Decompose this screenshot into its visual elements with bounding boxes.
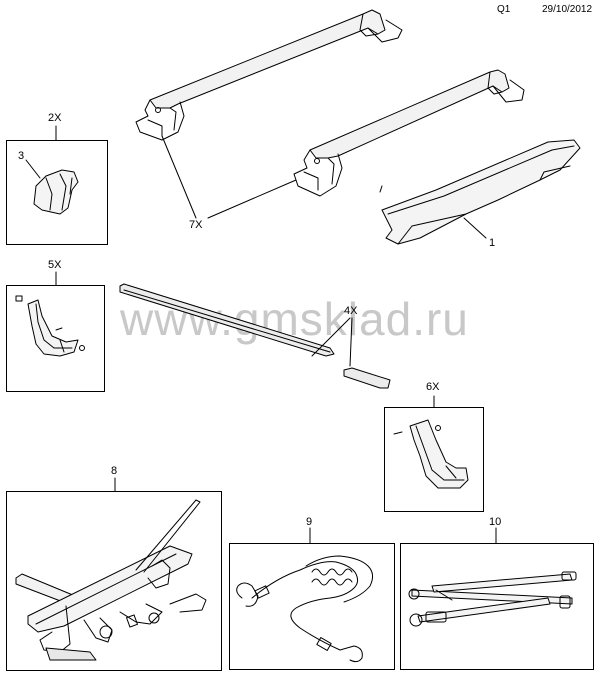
diagram-date: 29/10/2012 <box>542 4 593 15</box>
roof-bar-rear <box>293 69 525 197</box>
end-cap <box>33 169 79 215</box>
rear-mudflap <box>393 419 469 489</box>
rear-spoiler <box>381 139 581 245</box>
roof-bar-front <box>135 9 403 141</box>
callout-cap-item: 3 <box>18 150 25 162</box>
callout-cap-qty: 2X <box>48 112 62 124</box>
callout-front-flap-qty: 5X <box>48 259 62 271</box>
callout-bike-carrier: 8 <box>111 465 118 477</box>
front-mudflap <box>15 295 85 357</box>
tow-bar <box>408 571 577 627</box>
callout-rear-flap-qty: 6X <box>426 381 440 393</box>
callout-spoiler: 1 <box>489 237 496 249</box>
tow-rope <box>236 555 374 663</box>
diagram-code: Q1 <box>497 4 511 15</box>
callout-tow-rope: 9 <box>306 516 313 528</box>
tow-rope-box <box>229 543 395 670</box>
callout-roof-bars: 7X <box>189 219 203 231</box>
callout-molding-qty: 4X <box>344 305 358 317</box>
side-molding <box>119 283 391 389</box>
callout-tow-bar: 10 <box>489 516 502 528</box>
bike-carrier <box>15 499 207 661</box>
